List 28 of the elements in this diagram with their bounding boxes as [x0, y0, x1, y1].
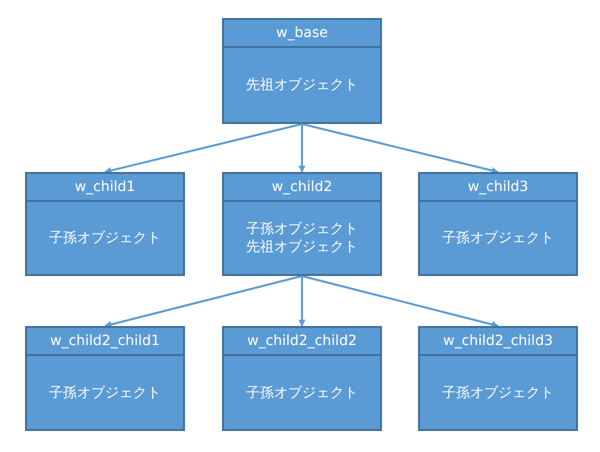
arrow	[298, 276, 306, 327]
box-text: 子孫オブジェクト	[442, 229, 554, 247]
box-text: 子孫オブジェクト	[246, 220, 358, 238]
arrow	[298, 124, 306, 173]
arrow	[302, 275, 499, 328]
box-title: w_child2	[272, 178, 332, 196]
arrow	[104, 123, 302, 174]
class-box	[25, 326, 185, 431]
box-title: w_child2_child3	[443, 332, 553, 350]
box-text: 子孫オブジェクト	[442, 384, 554, 402]
class-box	[222, 326, 382, 431]
box-title: w_child1	[74, 178, 136, 196]
box-text: 子孫オブジェクト	[246, 384, 358, 402]
arrow	[302, 123, 499, 174]
class-box	[418, 326, 578, 431]
arrow	[104, 275, 302, 328]
class-box	[222, 18, 382, 124]
box-text: 子孫オブジェクト	[49, 384, 161, 402]
class-box	[418, 172, 578, 276]
box-title: w_child2_child1	[50, 332, 160, 350]
class-box	[222, 172, 382, 276]
box-text: 先祖オブジェクト	[246, 238, 358, 256]
box-title: w_child2_child2	[247, 332, 357, 350]
class-box	[25, 172, 185, 276]
box-title: w_base	[276, 24, 328, 42]
box-text: 先祖オブジェクト	[246, 76, 358, 94]
box-text: 子孫オブジェクト	[49, 229, 161, 247]
box-title: w_child3	[468, 178, 528, 196]
